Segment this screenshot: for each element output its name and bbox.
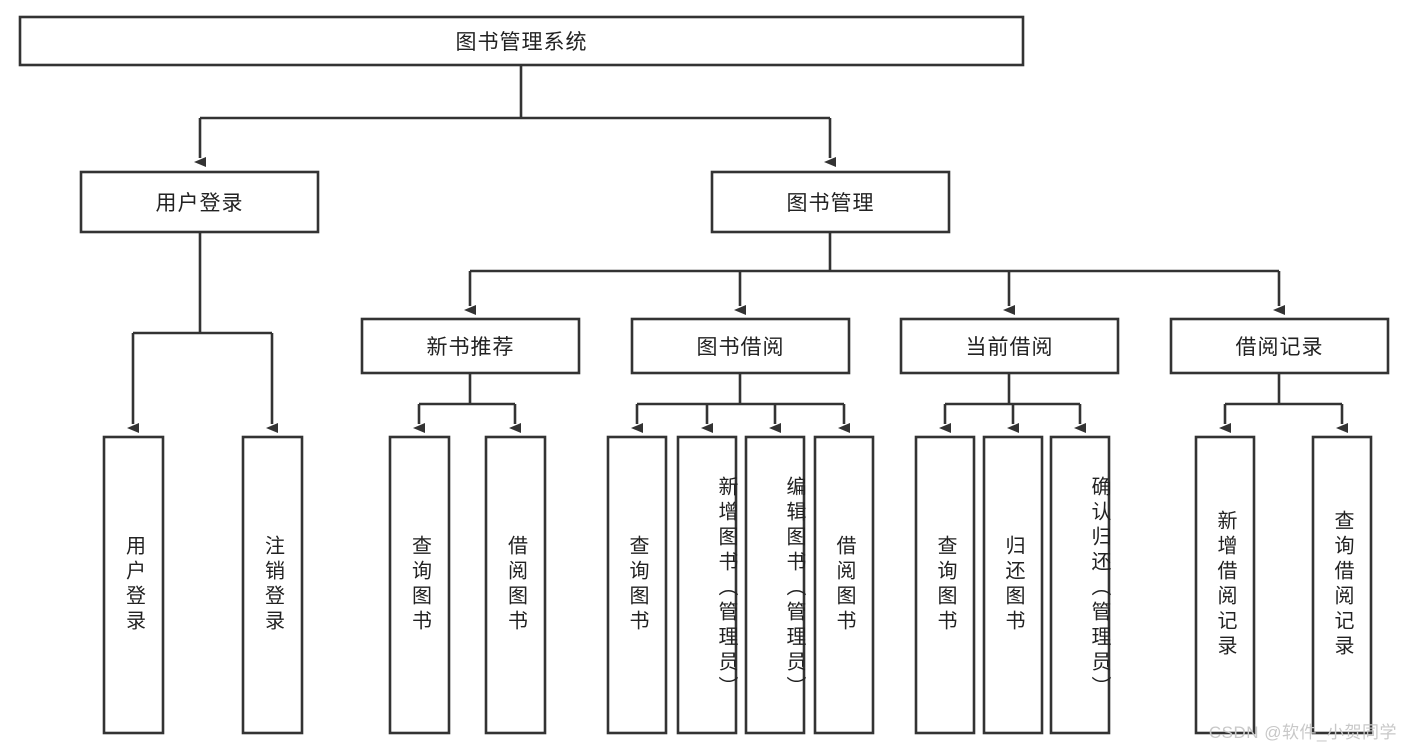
- node-box-current-borrow[interactable]: [899, 317, 1120, 375]
- leaf-box-borrow-book-2[interactable]: [813, 435, 875, 735]
- node-box-new-book-recommend[interactable]: [360, 317, 581, 375]
- node-box-book-borrow[interactable]: [630, 317, 851, 375]
- leaf-box-return-book[interactable]: [982, 435, 1044, 735]
- leaf-box-query-book-2[interactable]: [606, 435, 668, 735]
- leaf-box-add-record[interactable]: [1194, 435, 1256, 735]
- node-box-book-management[interactable]: [710, 170, 951, 234]
- leaf-box-confirm-return[interactable]: [1049, 435, 1111, 735]
- node-box-user-login[interactable]: [79, 170, 320, 234]
- leaf-box-borrow-book-1[interactable]: [484, 435, 547, 735]
- leaf-box-query-book-1[interactable]: [388, 435, 451, 735]
- leaf-box-query-record[interactable]: [1311, 435, 1373, 735]
- leaf-box-user-login[interactable]: [102, 435, 165, 735]
- leaf-box-edit-book[interactable]: [744, 435, 806, 735]
- leaf-box-add-book[interactable]: [676, 435, 738, 735]
- node-box-root[interactable]: [18, 15, 1025, 67]
- leaf-box-logout-login[interactable]: [241, 435, 304, 735]
- leaf-box-query-book-3[interactable]: [914, 435, 976, 735]
- node-box-borrow-record[interactable]: [1169, 317, 1390, 375]
